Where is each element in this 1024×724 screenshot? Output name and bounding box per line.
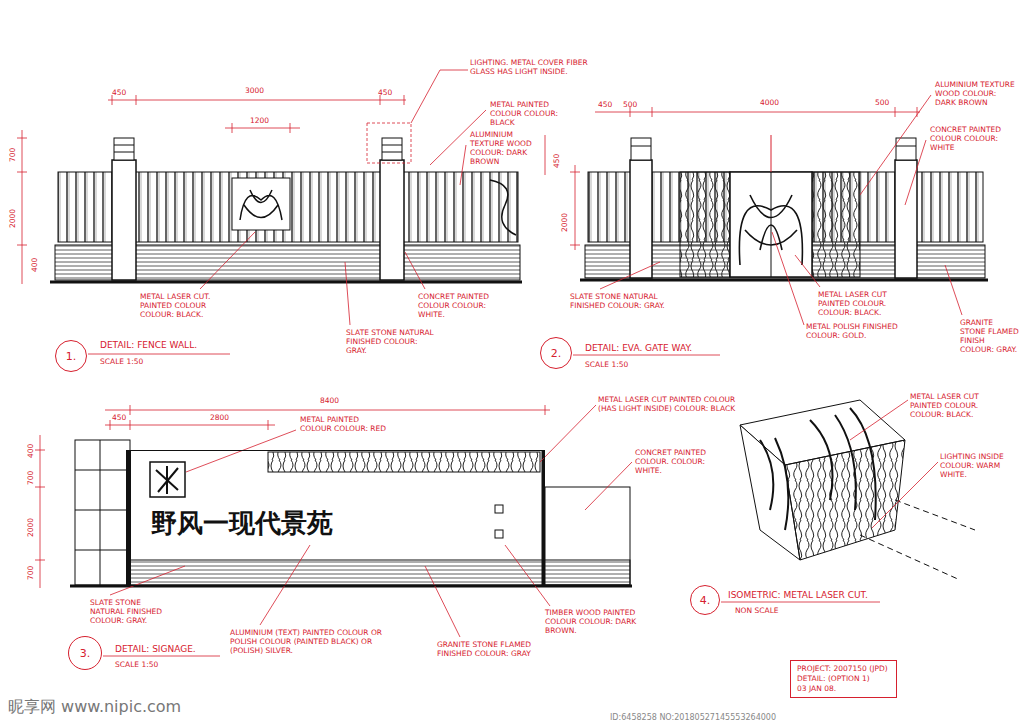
node-text: PROJECT: 2007150 (JPD) — [797, 664, 890, 674]
dimension: 700 — [26, 471, 35, 485]
dimension: 450 — [378, 88, 392, 97]
dimension: 4000 — [760, 98, 779, 107]
callout-number: 2. — [540, 337, 572, 369]
isometric-laser-cut — [740, 400, 975, 580]
annotation: LIGHTING. METAL COVER FIBER GLASS HAS LI… — [470, 58, 610, 76]
dimension: 500 — [875, 98, 889, 107]
callout-number: 1. — [55, 340, 87, 372]
annotation: METAL POLISH FINISHED COLOUR: GOLD. — [806, 322, 901, 340]
annotation: METAL LASER CUT PAINTED COLOUR. COLOUR: … — [910, 392, 1005, 419]
dimension: 400 — [26, 444, 35, 458]
annotation: TIMBER WOOD PAINTED COLOUR COLOUR: DARK … — [545, 608, 655, 635]
gate-way — [580, 135, 988, 280]
dimension: 2000 — [8, 209, 17, 228]
node-text: 4. — [700, 595, 711, 606]
node-text: 2. — [551, 348, 562, 359]
dimension: 500 — [623, 100, 637, 109]
detail-title: DETAIL: FENCE WALL. — [100, 340, 197, 351]
annotation: SLATE STONE NATURAL FINISHED COLOUR: GRA… — [570, 292, 665, 310]
leader-lines — [88, 70, 962, 656]
annotation: METAL LASER CUT PAINTED COLOUR (HAS LIGH… — [598, 395, 748, 413]
detail-title: ISOMETRIC: METAL LASER CUT. — [728, 590, 868, 601]
annotation: GRANITE STONE FLAMED FINISH COLOUR: GRAY… — [960, 318, 1020, 354]
dimension: 2800 — [210, 413, 229, 422]
annotation: SCALE 1:50 — [100, 357, 143, 366]
annotation: SLATE STONE NATURAL FINISHED COLOUR: GRA… — [346, 328, 436, 355]
dimension-lines — [17, 95, 920, 588]
title-block: PROJECT: 2007150 (JPD)DETAIL: (OPTION 1)… — [790, 660, 897, 698]
annotation: METAL PAINTED COLOUR COLOUR: RED — [300, 415, 390, 433]
node-text: 1. — [66, 351, 77, 362]
signage-wall — [70, 440, 632, 586]
annotation: SLATE STONE NATURAL FINISHED COLOUR: GRA… — [90, 598, 175, 625]
annotation: ID:6458258 NO:20180527145553264000 — [610, 713, 776, 723]
node-text: 03 JAN 08. — [797, 684, 890, 694]
callout-number: 4. — [690, 585, 720, 615]
dimension: 700 — [8, 148, 17, 162]
annotation: CONCRET PAINTED COLOUR COLOUR: WHITE — [930, 125, 1015, 152]
annotation: NON SCALE — [735, 606, 779, 615]
annotation: SCALE 1:50 — [115, 660, 158, 669]
annotation: METAL LASER CUT. PAINTED COLOUR COLOUR: … — [140, 292, 230, 319]
signage-text: 野风一现代景苑 — [151, 509, 333, 539]
dimension: 2000 — [560, 213, 569, 232]
annotation: CONCRET PAINTED COLOUR. COLOUR: WHITE. — [635, 448, 720, 475]
dimension: 700 — [26, 566, 35, 580]
dimension: 8400 — [320, 396, 339, 405]
node-text: 3. — [80, 648, 91, 659]
annotation: METAL PAINTED COLOUR COLOUR: BLACK — [490, 100, 570, 127]
signage-panel: 野风一现代景苑 — [130, 450, 545, 586]
callout-number: 3. — [68, 636, 102, 670]
annotation: SCALE 1:50 — [585, 360, 628, 369]
dimension: 2000 — [26, 518, 35, 537]
dimension: 450 — [112, 88, 126, 97]
annotation: ALUMINIUM TEXTURE WOOD COLOUR: DARK BROW… — [470, 130, 545, 166]
annotation: METAL LASER CUT PAINTED COLOUR. COLOUR: … — [818, 290, 903, 317]
annotation: GRANITE STONE FLAMED FINISHED COLOUR: GR… — [437, 640, 532, 658]
annotation: 昵享网 www.nipic.com — [8, 698, 181, 716]
annotation: CONCRET PAINTED COLOUR COLOUR: WHITE. — [418, 292, 498, 319]
dimension: 450 — [112, 413, 126, 422]
annotation: LIGHTING INSIDE COLOUR: WARM WHITE. — [940, 452, 1018, 479]
dimension: 400 — [30, 258, 39, 272]
dimension: 1200 — [250, 116, 269, 125]
dimension: 450 — [552, 154, 561, 168]
annotation: ALUMINIUM TEXTURE WOOD COLOUR: DARK BROW… — [935, 80, 1015, 107]
node-text: DETAIL: (OPTION 1) — [797, 674, 890, 684]
detail-title: DETAIL: SIGNAGE. — [115, 644, 196, 655]
dimension: 3000 — [245, 86, 264, 95]
detail-title: DETAIL: EVA. GATE WAY. — [585, 343, 692, 354]
dimension: 450 — [598, 100, 612, 109]
annotation: ALUMINIUM (TEXT) PAINTED COLOUR OR POLIS… — [230, 628, 400, 655]
fence-wall — [50, 138, 522, 282]
